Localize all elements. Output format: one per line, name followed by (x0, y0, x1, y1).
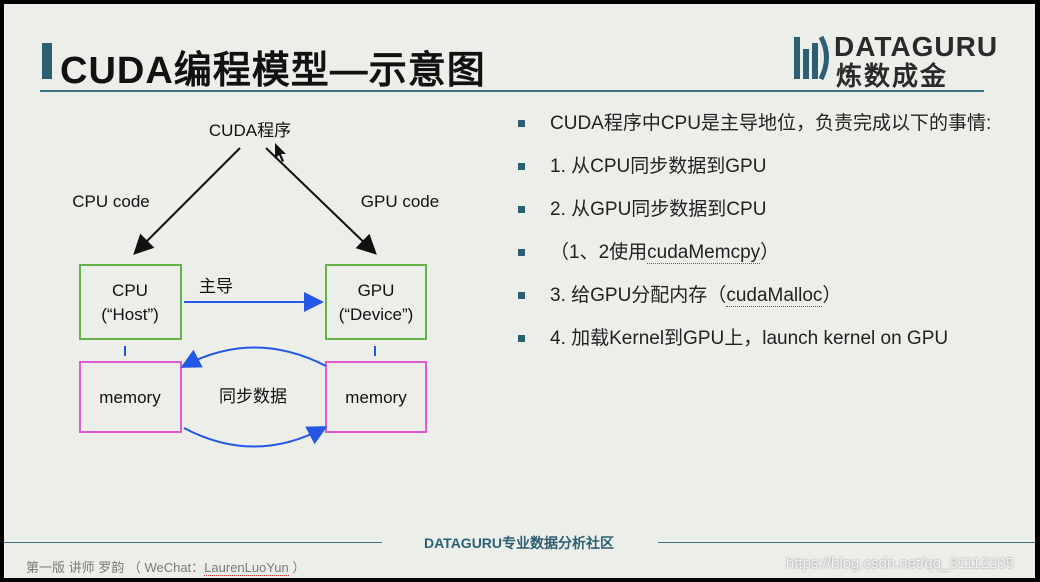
footer-credit: 第一版 讲师 罗韵 （ WeChat：LaurenLuoYun ） (26, 560, 306, 576)
bullet-list: CUDA程序中CPU是主导地位，负责完成以下的事情: 1. 从CPU同步数据到G… (516, 106, 996, 364)
gpu-code-label: GPU code (361, 192, 439, 211)
memory-left-box (79, 361, 182, 433)
program-label: CUDA程序 (209, 121, 291, 140)
bullet-item: 3. 给GPU分配内存（cudaMalloc） (516, 278, 996, 314)
bullet-item: 2. 从GPU同步数据到CPU (516, 192, 996, 228)
cuda-model-diagram: CUDA程序 CPU code GPU code CPU (“Host”) GP… (72, 121, 439, 448)
bullet-square-icon (518, 292, 525, 299)
title-divider (40, 90, 984, 92)
bullet-square-icon (518, 249, 525, 256)
title-accent-bar (42, 43, 52, 79)
cpu-box-line2: (“Host”) (101, 305, 159, 324)
bullet-square-icon (518, 206, 525, 213)
bullet-square-icon (518, 335, 525, 342)
sync-arrow-gpu-to-cpu (180, 346, 327, 368)
cpu-code-label: CPU code (72, 192, 149, 211)
arrow-to-gpu (265, 147, 377, 255)
memory-right-label: memory (345, 388, 407, 407)
bullet-item: 1. 从CPU同步数据到GPU (516, 149, 996, 185)
logo-top-text: DATAGURU (834, 31, 999, 62)
bullet-square-icon (518, 163, 525, 170)
bullet-item: 4. 加载Kernel到GPU上，launch kernel on GPU (516, 321, 996, 357)
bullet-item: CUDA程序中CPU是主导地位，负责完成以下的事情: (516, 106, 996, 142)
bullet-item: （1、2使用cudaMemcpy） (516, 235, 996, 271)
gpu-device-box (325, 264, 427, 340)
slide: CUDA编程模型—示意图 DATAGURU 炼数成金 CUDA程序 CPU co… (4, 4, 1035, 578)
mouse-cursor-icon (275, 143, 286, 162)
footer-divider-right (658, 542, 1035, 543)
arrow-to-cpu (133, 147, 241, 255)
dataguru-logo: DATAGURU 炼数成金 (792, 31, 997, 91)
memory-left-label: memory (99, 388, 161, 407)
gpu-box-line2: (“Device”) (339, 305, 414, 324)
gpu-box-line1: GPU (358, 281, 395, 300)
bars-logo-icon (794, 35, 829, 81)
slide-title: CUDA编程模型—示意图 (60, 50, 486, 92)
watermark-url: https://blog.csdn.net/qq_31112205 (786, 555, 1014, 572)
memory-right-box (325, 361, 427, 433)
bullet-square-icon (518, 120, 525, 127)
footer-center-text: DATAGURU专业数据分析社区 (424, 535, 615, 551)
logo-bottom-text: 炼数成金 (836, 61, 949, 91)
lead-label: 主导 (199, 277, 233, 296)
sync-data-label: 同步数据 (219, 387, 287, 406)
cpu-host-box (79, 264, 182, 340)
sync-arrow-cpu-to-gpu (183, 426, 328, 448)
cpu-box-line1: CPU (112, 281, 148, 300)
footer-divider-left (4, 542, 382, 543)
